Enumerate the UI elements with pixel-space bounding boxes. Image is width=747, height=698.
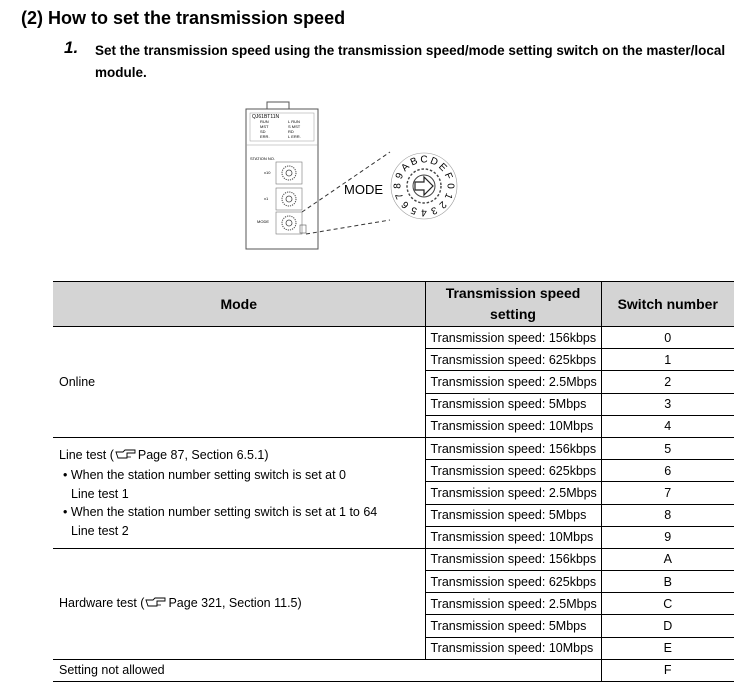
switch-cell: 1 xyxy=(600,348,734,372)
dial-digit: 4 xyxy=(421,207,427,218)
mode-small-label: MODE xyxy=(257,219,269,224)
switch-cell: 0 xyxy=(600,325,734,350)
step-text: Set the transmission speed using the tra… xyxy=(95,43,726,80)
dial-digit: B xyxy=(409,156,420,169)
line-test-title: Line test ( Page 87, Section 6.5.1) xyxy=(59,446,421,467)
speed-cell: Transmission speed: 10Mbps xyxy=(424,636,602,660)
led-right-3: L ERR. xyxy=(288,134,301,139)
page-reference-icon xyxy=(115,448,137,467)
speed-cell: Transmission speed: 5Mbps xyxy=(424,392,602,416)
table-row: Line test ( Page 87, Section 6.5.1) • Whe… xyxy=(53,436,734,549)
speed-cell: Transmission speed: 5Mbps xyxy=(424,503,602,527)
page-reference-icon xyxy=(145,596,167,615)
speed-cell: Transmission speed: 10Mbps xyxy=(424,525,602,549)
transmission-speed-table: Mode Transmission speed setting Switch n… xyxy=(53,281,734,683)
switch-cell: 3 xyxy=(600,392,734,416)
table-row: Transmission speed: 625kbps 1 xyxy=(53,348,734,372)
speed-cell: Transmission speed: 156kbps xyxy=(424,436,602,461)
header-speed: Transmission speed setting xyxy=(424,281,601,327)
table-row: Transmission speed: 10Mbps 9 xyxy=(53,525,734,549)
switch-cell: 4 xyxy=(600,414,734,438)
dial-digit: 1 xyxy=(442,191,454,201)
station-label: STATION NO. xyxy=(250,156,275,161)
switch-cell: 5 xyxy=(600,436,734,461)
table-row: Transmission speed: 2.5Mbps 7 xyxy=(53,481,734,505)
dial-digit: 8 xyxy=(393,183,404,189)
x10-label: x10 xyxy=(264,170,271,175)
switch-cell: E xyxy=(600,636,734,660)
speed-cell: Transmission speed: 2.5Mbps xyxy=(424,481,602,505)
speed-cell: Transmission speed: 5Mbps xyxy=(424,614,602,638)
speed-cell: Transmission speed: 2.5Mbps xyxy=(424,370,602,394)
switch-cell: C xyxy=(600,592,734,616)
mode-cell-online: Online xyxy=(53,326,426,438)
led-right-1: S MST xyxy=(288,124,301,129)
x1-label: x1 xyxy=(264,196,269,201)
mode-cell-hardware-test: Hardware test ( Page 321, Section 11.5) xyxy=(53,547,426,660)
switch-cell: B xyxy=(600,570,734,594)
line-test-label: Line test ( xyxy=(59,447,114,462)
switch-cell: 6 xyxy=(600,459,734,483)
dial-digit: 0 xyxy=(445,183,456,189)
led-left-3: ERR. xyxy=(260,134,270,139)
dial-digit: C xyxy=(420,155,427,166)
hardware-test-ref: Page 321, Section 11.5) xyxy=(168,595,302,610)
speed-cell: Transmission speed: 156kbps xyxy=(424,325,602,350)
header-switch: Switch number xyxy=(600,281,734,327)
table-row: Hardware test ( Page 321, Section 11.5) T… xyxy=(53,547,734,660)
line-test-bullet-1: • When the station number setting switch… xyxy=(63,468,346,483)
line-test-bullet-2: • When the station number setting switch… xyxy=(63,505,378,520)
switch-cell: 2 xyxy=(600,370,734,394)
section-title: (2) How to set the transmission speed xyxy=(21,8,345,29)
table-row: Transmission speed: 5Mbps D xyxy=(53,614,734,638)
table-row: Transmission speed: 5Mbps 3 xyxy=(53,392,734,416)
switch-cell: F xyxy=(600,658,734,683)
table-row: Transmission speed: 5Mbps 8 xyxy=(53,503,734,527)
speed-cell: Transmission speed: 625kbps xyxy=(424,348,602,372)
speed-cell: Transmission speed: 10Mbps xyxy=(424,414,602,438)
led-right-0: L RUN xyxy=(288,119,300,124)
dial-digit: F xyxy=(442,171,455,181)
line-test-sub-2: Line test 2 xyxy=(71,523,129,538)
section-number: (2) xyxy=(21,8,43,28)
switch-cell: 9 xyxy=(600,525,734,549)
table-row: Online Transmission speed: 156kbps 0 xyxy=(53,325,734,438)
table-row: Setting not allowed F xyxy=(53,658,734,683)
led-left-2: SD xyxy=(260,129,266,134)
table-row: Transmission speed: 10Mbps 4 xyxy=(53,414,734,438)
mode-callout-label: MODE xyxy=(344,182,383,197)
speed-cell: Transmission speed: 2.5Mbps xyxy=(424,592,602,616)
mode-cell-not-allowed: Setting not allowed xyxy=(53,658,602,683)
speed-cell: Transmission speed: 625kbps xyxy=(424,459,602,483)
speed-cell: Transmission speed: 625kbps xyxy=(424,570,602,594)
hardware-test-label: Hardware test ( xyxy=(59,595,145,610)
dial-digit: 7 xyxy=(394,191,406,201)
mode-cell-line-test: Line test ( Page 87, Section 6.5.1) • Whe… xyxy=(53,436,426,549)
led-left-0: RUN xyxy=(260,119,269,124)
dial-digit: 3 xyxy=(429,204,439,216)
led-labels: RUN MST SD ERR. L RUN S MST RD L ERR. xyxy=(260,119,301,139)
table-row: Transmission speed: 2.5Mbps 2 xyxy=(53,370,734,394)
step-number: 1. xyxy=(64,38,79,57)
dial-digit: 5 xyxy=(409,204,419,216)
dial-digit: 9 xyxy=(394,171,406,181)
section-title-text: How to set the transmission speed xyxy=(48,8,346,28)
line-test-sub-1: Line test 1 xyxy=(71,486,129,501)
switch-cell: A xyxy=(600,547,734,572)
line-test-ref: Page 87, Section 6.5.1) xyxy=(137,447,269,462)
switch-cell: 8 xyxy=(600,503,734,527)
table-row: Transmission speed: 2.5Mbps C xyxy=(53,592,734,616)
led-right-2: RD xyxy=(288,129,294,134)
module-model: QJ61BT11N xyxy=(252,114,280,120)
speed-cell: Transmission speed: 156kbps xyxy=(424,547,602,572)
switch-cell: D xyxy=(600,614,734,638)
led-left-1: MST xyxy=(260,124,269,129)
dial-digit: D xyxy=(428,156,439,169)
module-figure: QJ61BT11N RUN MST SD ERR. L RUN S MST RD… xyxy=(245,101,458,250)
table-header-row: Mode Transmission speed setting Switch n… xyxy=(53,281,734,327)
switch-cell: 7 xyxy=(600,481,734,505)
header-mode: Mode xyxy=(53,281,425,327)
